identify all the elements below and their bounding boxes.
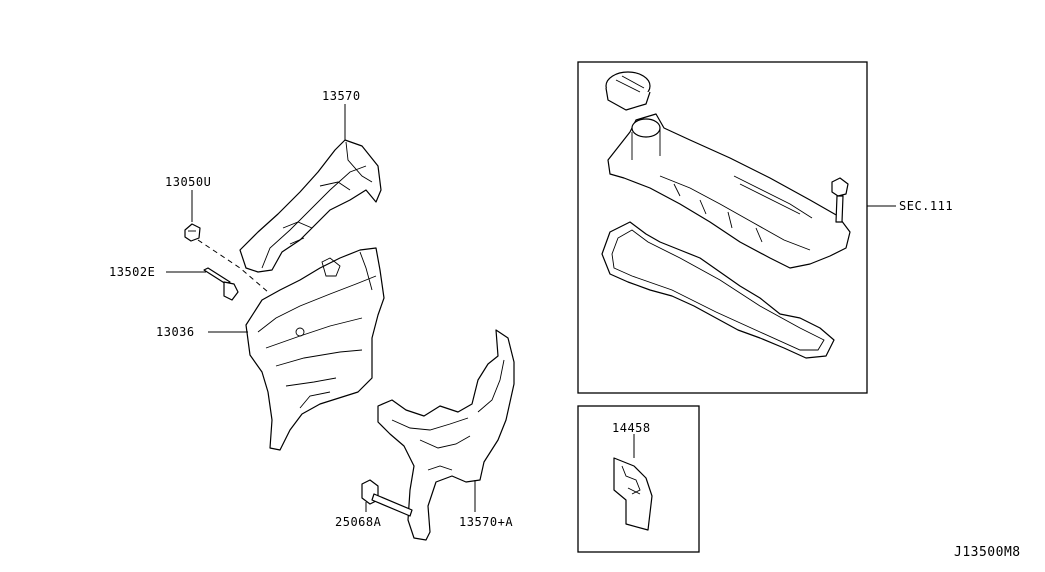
part-cover-bolt[interactable] <box>831 177 849 223</box>
part-14458-label-plate[interactable] <box>613 457 653 531</box>
label-13570: 13570 <box>322 89 361 103</box>
label-13036: 13036 <box>156 325 195 339</box>
part-13570A-lower-cover[interactable] <box>377 329 515 541</box>
label-25068A: 25068A <box>335 515 382 529</box>
label-sec111[interactable]: SEC.111 <box>899 199 953 213</box>
part-rocker-gasket[interactable] <box>601 221 835 359</box>
label-14458: 14458 <box>612 421 651 435</box>
part-13036-rear-cover[interactable] <box>245 247 385 451</box>
part-oil-filler-cap[interactable] <box>605 71 651 111</box>
diagram-code: J13500M8 <box>954 545 1021 560</box>
part-13570-upper-cover[interactable] <box>239 139 382 273</box>
label-13570A: 13570+A <box>459 515 513 529</box>
label-13050U: 13050U <box>165 175 211 189</box>
frame-14458 <box>577 405 700 553</box>
label-13502E: 13502E <box>109 265 155 279</box>
part-13502E-screw[interactable] <box>203 267 239 301</box>
frame-sec111 <box>577 61 868 394</box>
part-13050U-clip[interactable] <box>184 223 201 242</box>
part-rocker-cover[interactable] <box>607 113 851 269</box>
part-25068A-bolt[interactable] <box>361 479 413 517</box>
assembly-dash-line <box>197 239 269 293</box>
